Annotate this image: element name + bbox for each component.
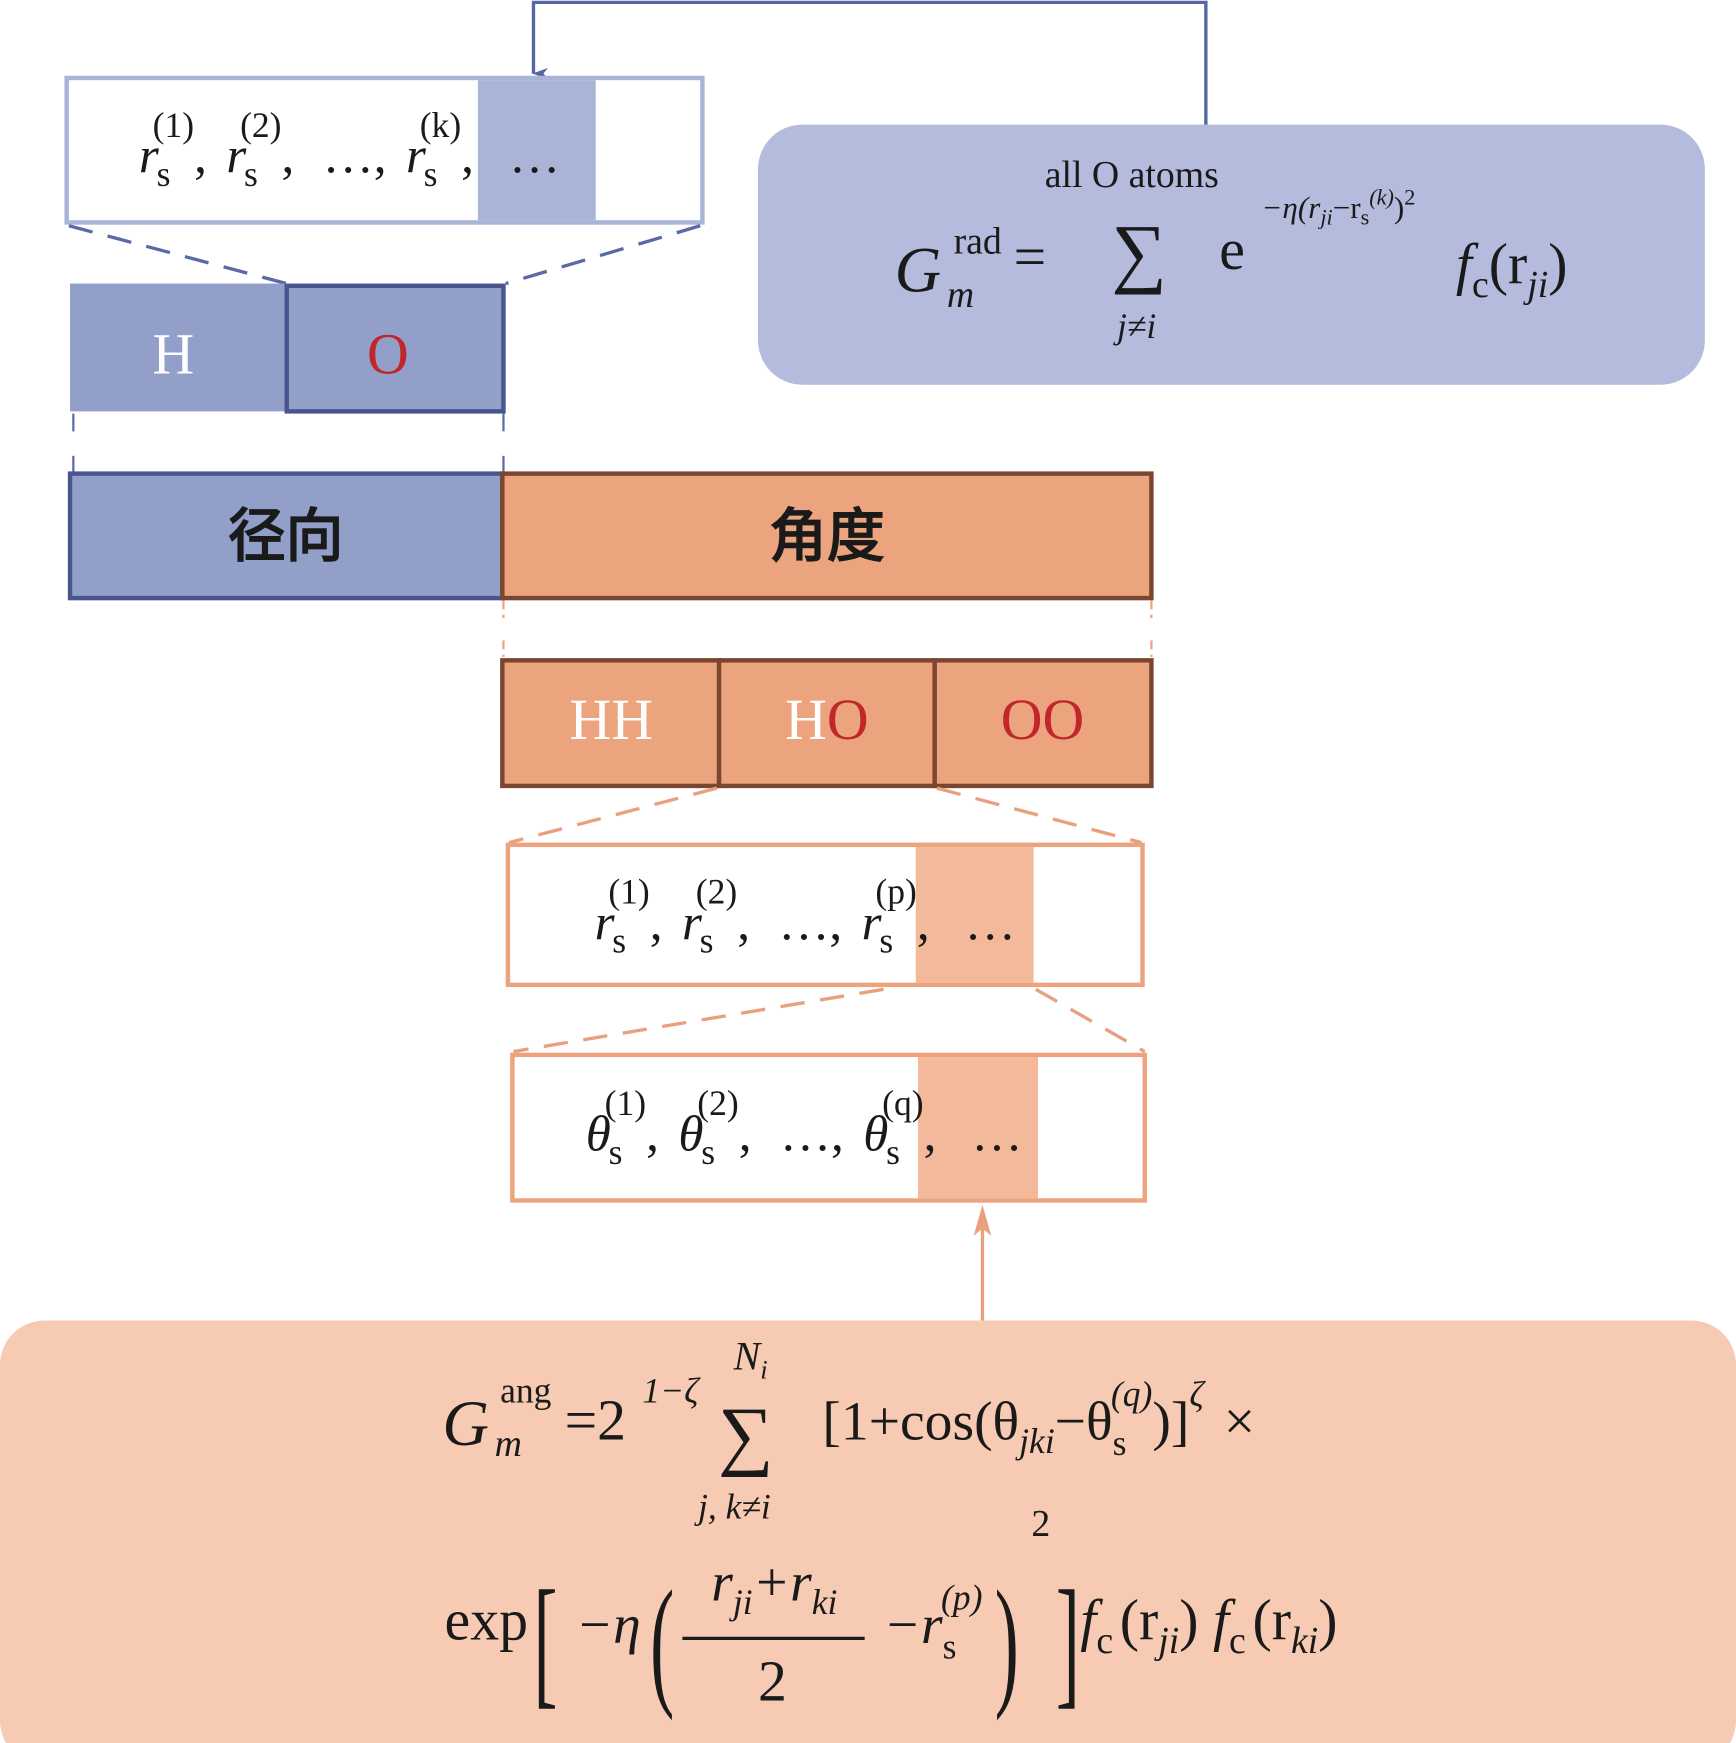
bracket-ticks-radial xyxy=(72,413,505,473)
zoom-guide-lines-angular-r xyxy=(508,786,1142,845)
category-radial xyxy=(67,471,505,601)
angular-square-exponent: 2 xyxy=(1031,1503,1050,1545)
radial-g-symbol: G xyxy=(895,234,942,305)
angular-g-superscript: ang xyxy=(500,1371,552,1411)
angular-cutoff-functions: fc(rji) fc(rki) xyxy=(1080,1588,1337,1661)
angular-exp-label: exp xyxy=(445,1588,528,1652)
radial-parameter-list: rs(1), rs(2), …, rs(k), … xyxy=(139,105,560,194)
angular-formula-panel xyxy=(0,1320,1736,1743)
right-square-bracket: ] xyxy=(1056,1560,1080,1721)
category-angular xyxy=(500,471,1154,601)
angular-cosine-term: [1+cos(θjki−θs(q))]ζ× xyxy=(822,1374,1255,1463)
radial-g-superscript: rad xyxy=(954,221,1002,263)
pair-boxes xyxy=(500,658,1154,789)
pair-box-oo xyxy=(932,658,1154,789)
radial-formula-panel xyxy=(757,124,1705,385)
angular-r-parameter-box xyxy=(505,842,1145,988)
fraction-numerator: rji+rki xyxy=(711,1552,837,1622)
radial-sum-upper-limit: all O atoms xyxy=(1045,154,1219,196)
highlighted-parameter-p xyxy=(915,847,1034,983)
radial-exponent: −η(rji−rs(k))2 xyxy=(1261,185,1415,230)
pair-label-hh: HH xyxy=(570,688,653,752)
radial-g-subscript: m xyxy=(947,274,974,316)
angular-r-parameter-list: rs(1), rs(2), …, rs(p), … xyxy=(595,872,1016,961)
angular-sum-upper-limit: Ni xyxy=(733,1333,768,1384)
pair-label-oo: OO xyxy=(1001,688,1084,752)
highlighted-parameter-q xyxy=(918,1057,1039,1199)
angular-sum-lower-limit: j, k≠i xyxy=(694,1486,771,1526)
highlighted-parameter-k xyxy=(477,80,596,221)
pair-box-hh xyxy=(500,658,722,789)
angular-equals-two: =2 xyxy=(565,1388,626,1452)
angular-formula: G ang m =2 1−ζ Ni ∑ j, k≠i [1+cos(θjki−θ… xyxy=(442,1333,1337,1721)
element-box-o xyxy=(284,283,506,414)
right-paren: ) xyxy=(995,1560,1019,1721)
left-paren: ( xyxy=(650,1560,674,1721)
zoom-guide-lines-radial xyxy=(68,224,701,286)
arrow-head-icon xyxy=(973,1204,992,1237)
angular-minus-rs: −rs(p) xyxy=(884,1577,983,1666)
radial-exp-base: e xyxy=(1219,218,1245,282)
category-radial-label: 径向 xyxy=(228,502,344,570)
angular-g-subscript: m xyxy=(495,1423,522,1465)
angular-theta-parameter-box xyxy=(510,1052,1147,1203)
pair-box-ho xyxy=(716,658,937,789)
angular-g-symbol: G xyxy=(442,1388,489,1459)
radial-cutoff-function: fc(rji) xyxy=(1456,233,1568,306)
angular-power: 1−ζ xyxy=(642,1371,701,1411)
fraction-denominator: 2 xyxy=(758,1650,787,1714)
radial-connector-arrow xyxy=(531,0,1208,125)
bracket-ticks-angular xyxy=(502,600,1153,658)
radial-sum-lower-limit: j≠i xyxy=(1113,306,1156,346)
zoom-guide-lines-angular-theta xyxy=(513,987,1146,1054)
angular-neg-eta: −η xyxy=(576,1594,641,1656)
element-box-h xyxy=(70,283,287,412)
angular-sum-sign: ∑ xyxy=(718,1392,773,1478)
left-square-bracket: [ xyxy=(533,1560,557,1721)
element-label-o: O xyxy=(367,323,409,387)
element-label-h: H xyxy=(153,323,195,387)
category-angular-label: 角度 xyxy=(769,502,885,570)
radial-formula: G rad m = all O atoms ∑ j≠i e −η(rji−rs(… xyxy=(895,154,1568,346)
radial-equals: = xyxy=(1014,225,1047,289)
angular-theta-parameter-list: θs(1), θs(2), …, θs(q), … xyxy=(586,1083,1023,1172)
radial-sum-sign: ∑ xyxy=(1111,209,1166,295)
radial-parameter-box: rs(1), rs(2), …, rs(k), … xyxy=(64,75,705,225)
pair-label-ho: HO xyxy=(785,688,868,752)
